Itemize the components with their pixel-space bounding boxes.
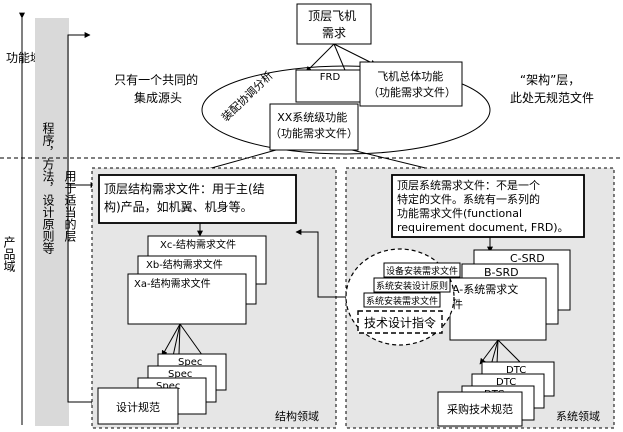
system-top-req-box	[391, 174, 585, 238]
install-feedback-arrow	[295, 229, 346, 298]
install-item-1-text: 设备安装需求文件	[386, 265, 458, 277]
xb-label: Xb-结构需求文件	[146, 258, 223, 271]
install-item-2-text: 系统安装设计原则	[376, 280, 448, 292]
function-domain-label: 功能域	[6, 51, 42, 65]
spec-label-1: Spec	[178, 357, 202, 368]
xx-system-text: XX系统级功能 （功能需求文件）	[270, 110, 358, 140]
arch-layer-text: “架构”层， 此处无规范文件	[510, 72, 594, 105]
aircraft-req-box	[296, 3, 372, 45]
xa-box	[127, 273, 247, 325]
install-item-2	[373, 277, 451, 293]
a-req-box	[449, 277, 547, 341]
xc-label: Xc-结构需求文件	[160, 238, 236, 251]
apply-layer-label: 用于适当的层	[63, 170, 77, 243]
spec-label-3: Spec	[156, 381, 180, 392]
c-srd-label: C-SRD	[510, 252, 545, 265]
spec-label-2: Spec	[168, 369, 192, 380]
product-domain-label: 产品域	[2, 236, 16, 272]
install-item-3-text: 系统安装需求文件	[366, 295, 438, 307]
procurement-label: 采购技术规范	[447, 402, 513, 416]
system-domain-label: 系统领域	[556, 410, 600, 423]
a-req-text: A-系统需求文 件	[452, 282, 522, 311]
b-srd-label: B-SRD	[484, 266, 519, 279]
common-source-text: 只有一个共同的 集成源头	[114, 72, 202, 105]
process-bar	[35, 18, 69, 426]
tech-directive-text: 技术设计指令	[364, 315, 436, 330]
structure-domain-label: 结构领域	[275, 409, 319, 423]
procurement-box	[437, 391, 523, 427]
structure-top-req-text: 顶层结构需求文件：用于主(结 构)产品，如机翼、机身等。	[104, 181, 269, 214]
design-spec-label: 设计规范	[116, 400, 160, 414]
structure-top-req-box	[98, 174, 297, 224]
system-top-req-text: 顶层系统需求文件：不是一个 特定的文件。系统有一系列的 功能需求文件(funct…	[397, 178, 569, 234]
xa-label: Xa-结构需求文件	[134, 277, 211, 290]
xx-system-box	[269, 103, 359, 151]
aircraft-req-text: 顶层飞机 需求	[308, 9, 360, 40]
dtc-label-1: DTC	[506, 365, 526, 376]
install-item-3	[363, 292, 441, 308]
tech-directive-box	[357, 310, 443, 334]
frd-label: FRD	[320, 72, 341, 83]
aircraft-function-text: 飞机总体功能 （功能需求文件）	[368, 69, 456, 99]
dtc-label-2: DTC	[496, 377, 516, 388]
design-spec-box	[97, 387, 179, 425]
aircraft-function-box	[359, 61, 463, 107]
process-label: 程序，方法，设计原则等	[41, 121, 55, 254]
install-item-1	[383, 262, 461, 278]
